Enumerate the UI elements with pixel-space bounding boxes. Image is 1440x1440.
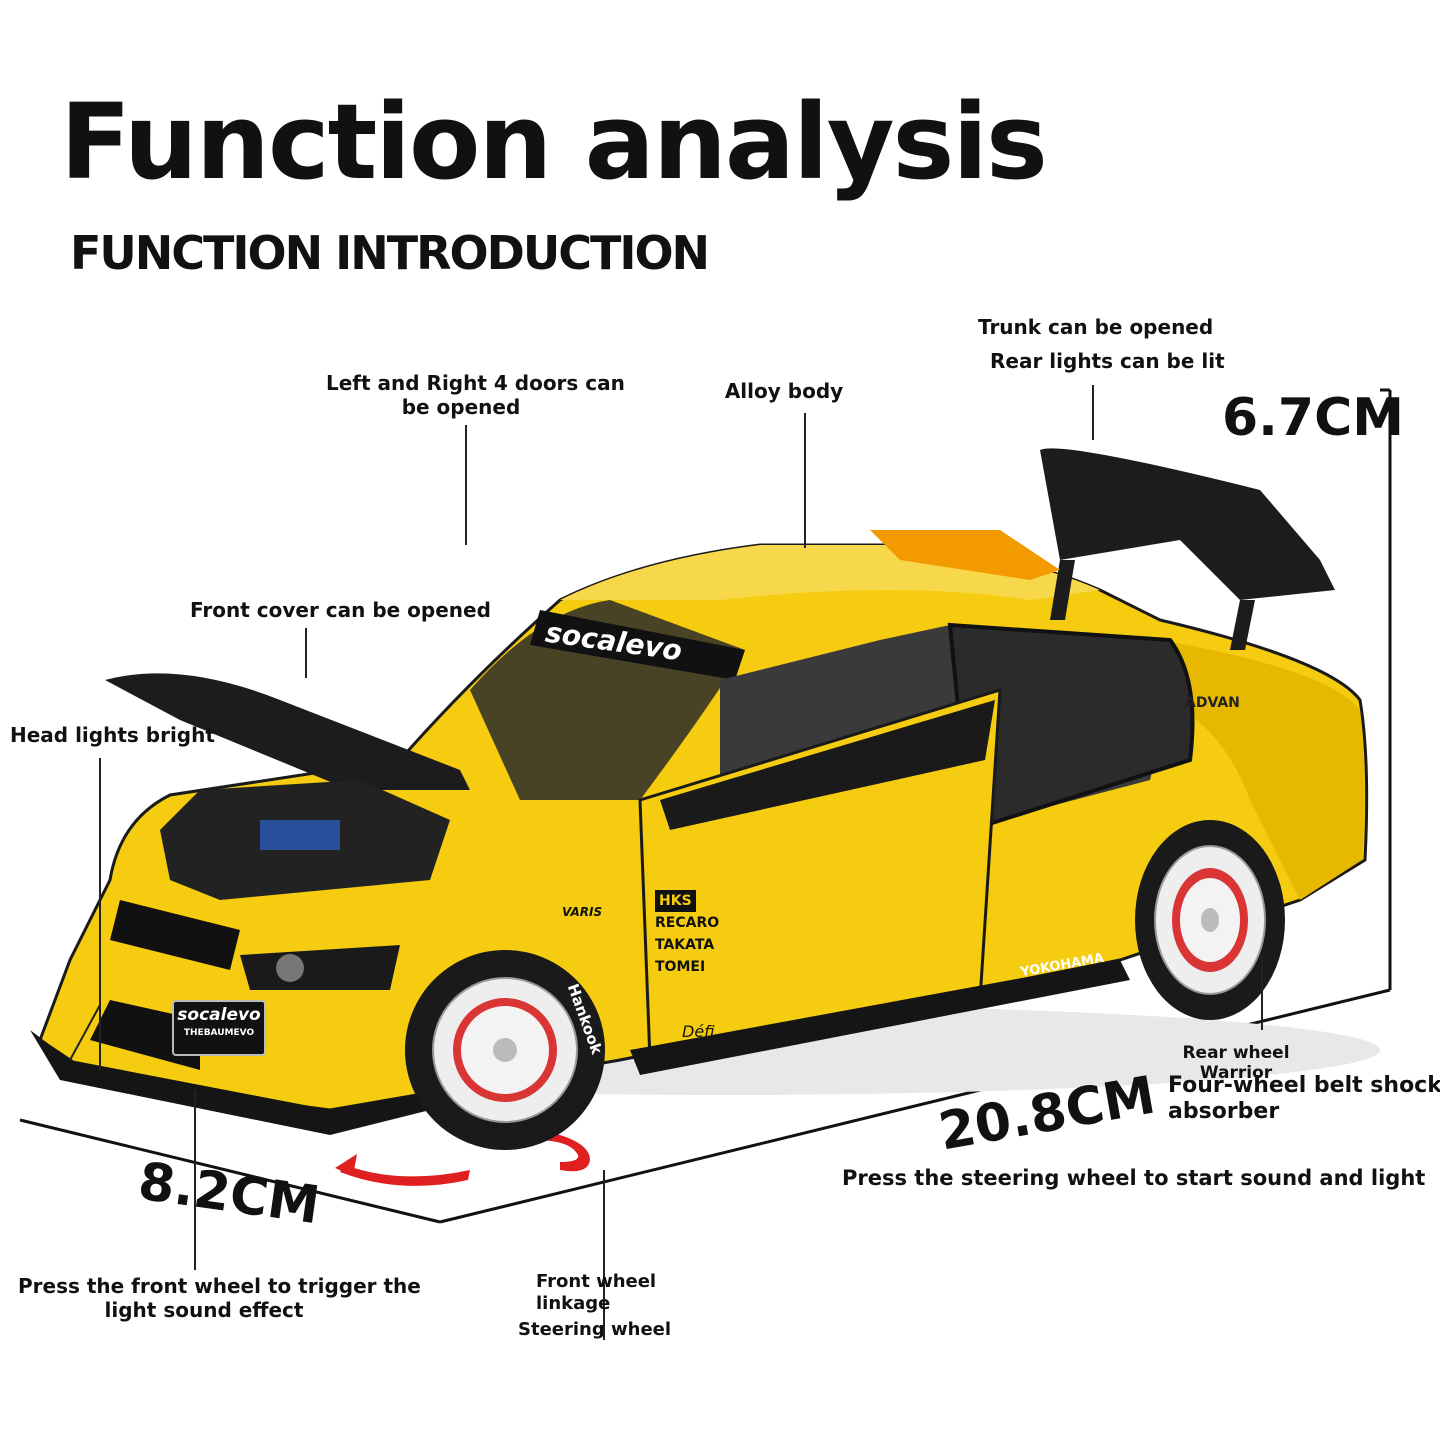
rear-wheel bbox=[1135, 820, 1285, 1020]
quarter-decal: ADVAN bbox=[1185, 695, 1240, 711]
front-wheel-linkage-line2: linkage bbox=[536, 1293, 611, 1314]
plate-line2: THEBAUMEVO bbox=[183, 1028, 255, 1038]
sponsor-takata: TAKATA bbox=[655, 937, 715, 953]
leader-lines bbox=[69, 385, 1263, 1340]
shock-absorber-line1: Four-wheel belt shock bbox=[1168, 1073, 1440, 1098]
plate-line1: socalevo bbox=[177, 1005, 261, 1025]
sponsor-hks: HKS bbox=[655, 890, 696, 912]
front-wheel-trigger-label: Press the front wheel to trigger the lig… bbox=[18, 1274, 421, 1322]
rear-lights-label: Rear lights can be lit bbox=[990, 349, 1225, 373]
car-body bbox=[30, 448, 1369, 1135]
doors-label-line2: be opened bbox=[401, 395, 521, 419]
sponsor-recaro: RECARO bbox=[655, 915, 720, 931]
front-wheel-linkage-label: Front wheel linkage bbox=[536, 1271, 656, 1315]
trunk-label: Trunk can be opened bbox=[978, 315, 1214, 339]
front-wheel-trigger-line2: light sound effect bbox=[104, 1298, 304, 1322]
page-subtitle: FUNCTION INTRODUCTION bbox=[70, 226, 710, 280]
rear-wheel-label-line2: Warrior bbox=[1199, 1063, 1273, 1083]
shock-absorber-line2: absorber bbox=[1168, 1099, 1280, 1124]
steering-wheel-label: Steering wheel bbox=[518, 1319, 672, 1340]
height-dimension: 6.7CM bbox=[1222, 388, 1405, 448]
alloy-body-label: Alloy body bbox=[724, 379, 844, 403]
plate-decal: socalevo THEBAUMEVO bbox=[172, 1000, 266, 1056]
rotation-arrows bbox=[335, 1130, 590, 1186]
front-wheel bbox=[405, 950, 605, 1150]
rear-wheel-label-line1: Rear wheel bbox=[1182, 1043, 1290, 1063]
front-wheel-linkage-line1: Front wheel bbox=[536, 1271, 657, 1292]
shock-absorber-label: Four-wheel belt shock absorber bbox=[1168, 1073, 1440, 1125]
steering-sound-label: Press the steering wheel to start sound … bbox=[842, 1166, 1426, 1190]
front-wheel-trigger-line1: Press the front wheel to trigger the bbox=[18, 1274, 421, 1298]
rear-wheel-label: Rear wheel Warrior bbox=[1176, 1043, 1296, 1083]
defi-decal: Défi bbox=[682, 1022, 715, 1041]
sponsor-decals: HKS RECARO TAKATA TOMEI bbox=[655, 890, 725, 978]
doors-label-line1: Left and Right 4 doors can bbox=[326, 371, 625, 395]
varis-decal: VARIS bbox=[562, 905, 603, 919]
sponsor-tomei: TOMEI bbox=[655, 959, 706, 975]
head-lights-label: Head lights bright bbox=[10, 723, 215, 747]
doors-label: Left and Right 4 doors can be opened bbox=[326, 371, 625, 419]
front-cover-label: Front cover can be opened bbox=[190, 598, 491, 622]
page-title: Function analysis bbox=[60, 81, 1048, 203]
